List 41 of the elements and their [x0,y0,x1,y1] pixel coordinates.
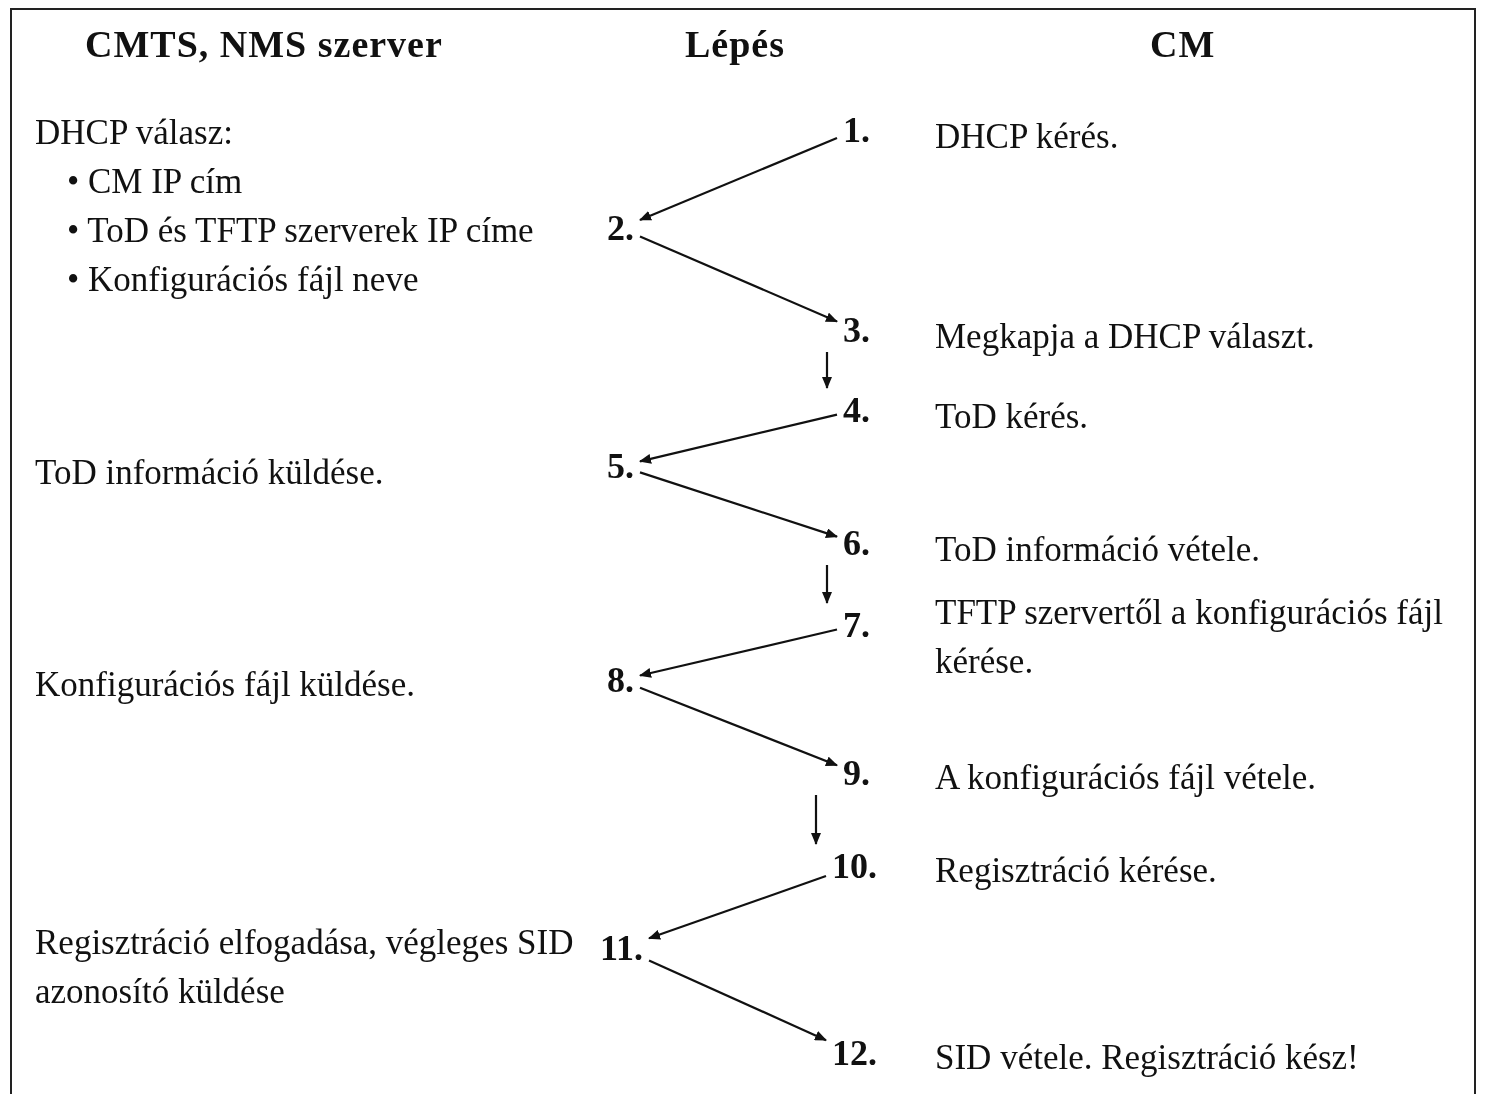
bullet-item: • Konfigurációs fájl neve [67,259,420,301]
column-header: CMTS, NMS szerver [85,25,443,63]
step-number: 9. [843,755,870,791]
step-number: 1. [843,112,870,148]
step-description: Regisztráció kérése. [935,850,1218,892]
arrow [648,959,827,1042]
step-description: Regisztráció elfogadása, végleges SID azonosító küldése [35,922,575,1013]
step-number: 11. [600,930,643,966]
step-description: ToD információ küldése. [35,452,384,494]
step-description: ToD információ vétele. [935,529,1262,571]
step-number: 7. [843,607,870,643]
arrow [639,413,838,464]
step-description: Megkapja a DHCP választ. [935,316,1316,358]
step-number: 6. [843,525,870,561]
step-description: ToD kérés. [935,396,1090,438]
step-number: 12. [832,1035,877,1071]
step-number: 4. [843,392,870,428]
step-number: 5. [607,448,634,484]
step-description: Konfigurációs fájl küldése. [35,664,416,706]
step-number: 10. [832,848,877,884]
step-number: 3. [843,312,870,348]
arrow [648,875,827,940]
step-number: 2. [607,210,634,246]
bullet-item: • ToD és TFTP szerverek IP címe [67,210,535,252]
arrow [811,795,821,845]
arrow [639,686,838,767]
arrow [822,352,832,389]
arrow [639,235,838,323]
step-description: DHCP kérés. [935,116,1120,158]
arrow [639,628,838,678]
list-heading: DHCP válasz: [35,112,234,154]
arrow [822,565,832,604]
arrow [639,471,838,538]
step-number: 8. [607,662,634,698]
step-description: A konfigurációs fájl vétele. [935,757,1317,799]
arrow [639,137,838,221]
step-description: SID vétele. Regisztráció kész! [935,1037,1360,1079]
column-header: Lépés [685,25,785,63]
column-header: CM [1150,25,1216,63]
bullet-item: • CM IP cím [67,161,244,203]
step-description: TFTP szervertől a konfigurációs fájl kérése. [935,592,1444,683]
